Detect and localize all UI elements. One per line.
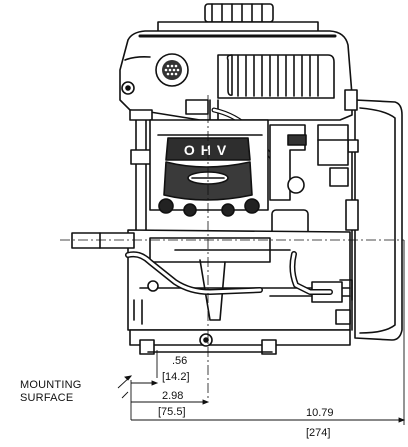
dim-center-mm: [75.5] [158, 406, 186, 418]
dim-overall-inches: 10.79 [306, 407, 334, 419]
dim-center-inches: 2.98 [162, 390, 183, 402]
grille-circle [155, 53, 189, 87]
mounting-label-line1: MOUNTING [20, 379, 81, 391]
oil-sump-base [129, 329, 351, 355]
dim-overall-mm: [274] [306, 427, 330, 439]
dim-offset-inches: .56 [172, 355, 187, 367]
oil-fill-cap [157, 3, 319, 33]
crankcase [127, 229, 351, 331]
mounting-label-line2: SURFACE [20, 392, 73, 404]
head-bolts [158, 198, 260, 217]
crankshaft [71, 232, 135, 249]
air-vent-slots [217, 54, 335, 99]
engine-badge: OHV [184, 142, 232, 158]
dim-offset-mm: [14.2] [162, 371, 190, 383]
dimension-lines [117, 240, 406, 425]
left-breather-tube [135, 117, 147, 231]
center-lines [60, 95, 404, 400]
carburetor [269, 124, 349, 201]
recoil-starter [344, 89, 403, 341]
cylinder-head [149, 119, 269, 211]
